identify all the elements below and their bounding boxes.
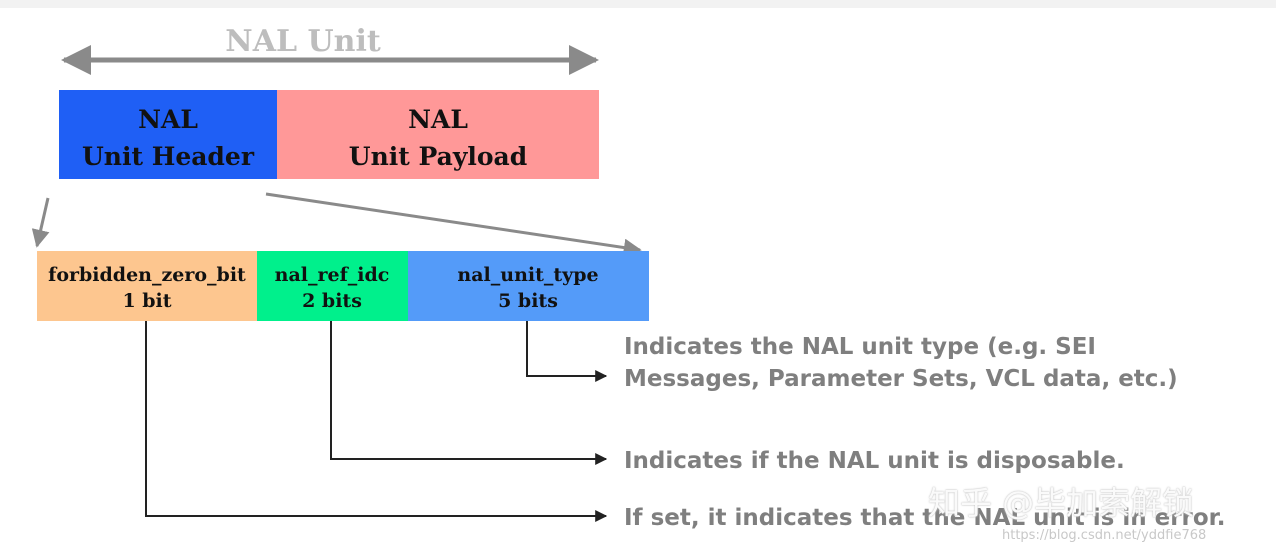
nal-unit-payload-box: [277, 90, 599, 179]
description-forbidden: If set, it indicates that the NAL unit i…: [624, 505, 1225, 531]
field-box-forbidden-zero-bit: [37, 251, 257, 321]
field-name-forbidden-zero-bit: forbidden_zero_bit: [48, 264, 246, 286]
description-ref-idc: Indicates if the NAL unit is disposable.: [624, 448, 1125, 474]
field-bits-forbidden-zero-bit: 1 bit: [122, 290, 171, 312]
expand-arrow-left: [31, 197, 50, 248]
connector-nal-unit-type: [526, 321, 608, 382]
nal-unit-header-line1: NAL: [138, 105, 198, 134]
connector-forbidden-zero-bit: [145, 321, 608, 522]
url-watermark: https://blog.csdn.net/yddfie768: [1002, 528, 1207, 543]
field-box-nal-unit-type: [408, 251, 649, 321]
field-name-nal-unit-type: nal_unit_type: [457, 264, 598, 286]
nal-unit-payload-line1: NAL: [408, 105, 468, 134]
field-box-nal-ref-idc: [257, 251, 408, 321]
field-bits-nal-ref-idc: 2 bits: [302, 290, 362, 312]
watermark-text: 知乎 @毕加索解锁: [928, 484, 1195, 522]
nal-unit-title: NAL Unit: [225, 24, 381, 59]
connector-nal-ref-idc: [330, 321, 608, 465]
nal-unit-header-box: [59, 90, 277, 179]
top-shade: [0, 0, 1276, 8]
expand-arrow-right: [265, 192, 642, 257]
description-type-line2: Messages, Parameter Sets, VCL data, etc.…: [624, 366, 1178, 392]
nal-unit-header-line2: Unit Header: [82, 142, 255, 171]
nal-unit-payload-line2: Unit Payload: [349, 142, 527, 171]
description-type-line1: Indicates the NAL unit type (e.g. SEI: [624, 334, 1096, 360]
field-bits-nal-unit-type: 5 bits: [498, 290, 558, 312]
field-name-nal-ref-idc: nal_ref_idc: [275, 264, 390, 286]
